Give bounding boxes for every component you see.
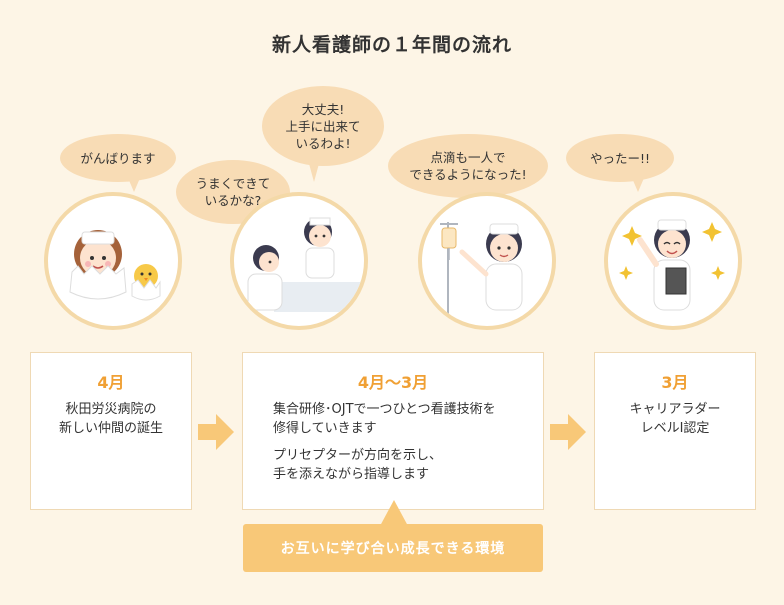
arrow-right-icon xyxy=(550,414,586,450)
stage-box-april-march: 4月〜3月 集合研修･OJTで一つひとつ看護技術を 修得していきます プリセプタ… xyxy=(242,352,544,510)
nurse-egg-icon xyxy=(69,230,161,301)
stage-paragraph: プリセプターが方向を示し、 手を添えながら指導します xyxy=(273,446,529,484)
speech-text: うまくできて xyxy=(195,176,271,191)
iv-drip-icon xyxy=(440,222,523,316)
celebrating-nurse-icon xyxy=(619,219,725,311)
stage-text: レベルⅠ認定 xyxy=(640,421,710,436)
stage-month: 4月〜3月 xyxy=(357,373,429,392)
environment-banner: お互いに学び合い成長できる環境 xyxy=(243,524,543,572)
speech-text: 上手に出来て xyxy=(285,118,361,134)
speech-bubble-2: うまくできて いるかな? xyxy=(176,160,290,234)
speech-bubble-4: 点滴も一人で できるようになった! xyxy=(388,134,548,208)
speech-text: 大丈夫! xyxy=(301,101,345,117)
illustration-iv-nurse xyxy=(418,192,556,330)
stage-text: 新しい仲間の誕生 xyxy=(58,421,163,436)
speech-text: いるかな? xyxy=(204,193,262,208)
stage-text: キャリアラダー xyxy=(629,402,721,417)
stage-text: 秋田労災病院の xyxy=(65,402,157,417)
stage-text: プリセプターが方向を示し、 xyxy=(273,448,443,463)
stage-text: 修得していきます xyxy=(273,421,377,436)
speech-bubble-3: 大丈夫! 上手に出来て いるわよ! xyxy=(262,86,384,182)
speech-bubble-1: がんばります xyxy=(60,134,176,192)
illustration-preceptor xyxy=(230,192,368,330)
speech-text: いるわよ! xyxy=(295,135,351,151)
stage-text: 集合研修･OJTで一つひとつ看護技術を xyxy=(273,402,496,417)
arrow-right-icon xyxy=(198,414,234,450)
stage-paragraph: 集合研修･OJTで一つひとつ看護技術を 修得していきます xyxy=(273,400,529,438)
speech-text: 点滴も一人で xyxy=(430,150,506,165)
stage-month: 4月 xyxy=(97,373,125,392)
illustration-certified-nurse xyxy=(604,192,742,330)
speech-text: できるようになった! xyxy=(409,167,527,182)
preceptor-icon xyxy=(247,217,364,312)
page-title: 新人看護師の１年間の流れ xyxy=(271,34,512,56)
stage-month: 3月 xyxy=(661,373,689,392)
stage-text: 手を添えながら指導します xyxy=(273,467,430,482)
speech-text: がんばります xyxy=(80,150,156,166)
banner-pointer xyxy=(380,500,408,526)
illustration-new-nurse xyxy=(44,192,182,330)
stage-box-april: 4月 秋田労災病院の 新しい仲間の誕生 xyxy=(30,352,192,510)
stage-box-march: 3月 キャリアラダー レベルⅠ認定 xyxy=(594,352,756,510)
speech-bubble-5: やったー!! xyxy=(566,134,674,192)
speech-text: やったー!! xyxy=(589,150,651,166)
